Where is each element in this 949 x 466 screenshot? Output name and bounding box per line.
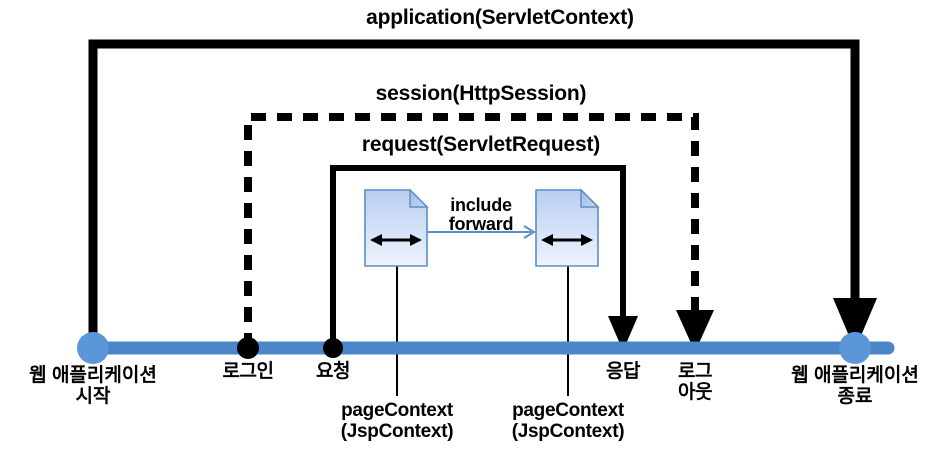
timeline-label-app-start: 웹 애플리케이션 시작: [29, 365, 157, 408]
pagecontext-caption-left-line1: pageContext: [341, 400, 453, 421]
pagecontext-caption-right: pageContext (JspContext): [512, 400, 625, 443]
timeline-dot-request: [323, 338, 343, 358]
include-forward-arrow: [428, 225, 536, 239]
timeline-label-app-end: 웹 애플리케이션 종료: [791, 365, 919, 408]
pagecontext-caption-left: pageContext (JspContext): [341, 400, 454, 443]
document-icon-left: [364, 188, 429, 267]
timeline-dot-login: [237, 337, 259, 359]
timeline-dot-app-start: [77, 332, 109, 364]
timeline-label-logout-line2: 아웃: [678, 382, 712, 404]
timeline-label-response: 응답: [606, 361, 640, 382]
timeline-label-logout: 로그 아웃: [678, 361, 712, 404]
timeline-label-app-start-line2: 시작: [75, 386, 111, 408]
pagecontext-caption-right-line1: pageContext: [512, 400, 624, 421]
document-icon-right: [535, 188, 600, 267]
timeline-label-login: 로그인: [222, 361, 274, 382]
pagecontext-caption-left-line2: (JspContext): [340, 421, 454, 443]
transfer-label: include forward: [448, 195, 514, 235]
transfer-label-include: include: [450, 195, 512, 215]
application-scope-bracket: [88, 39, 877, 350]
timeline-dot-app-end: [839, 332, 871, 364]
timeline-label-app-end-line2: 종료: [837, 386, 873, 408]
session-scope-bracket: [244, 113, 714, 352]
request-scope-bracket: [330, 165, 638, 351]
pagecontext-caption-right-line2: (JspContext): [511, 421, 625, 443]
scope-title-application: application(ServletContext): [366, 6, 634, 29]
scope-title-session: session(HttpSession): [375, 82, 587, 105]
timeline-label-app-end-line1: 웹 애플리케이션: [791, 365, 919, 386]
timeline-label-app-start-line1: 웹 애플리케이션: [29, 365, 157, 386]
timeline-label-request: 요청: [316, 361, 350, 382]
scope-title-request: request(ServletRequest): [361, 133, 601, 156]
timeline-label-logout-line1: 로그: [678, 361, 712, 382]
transfer-label-forward: forward: [448, 214, 514, 235]
